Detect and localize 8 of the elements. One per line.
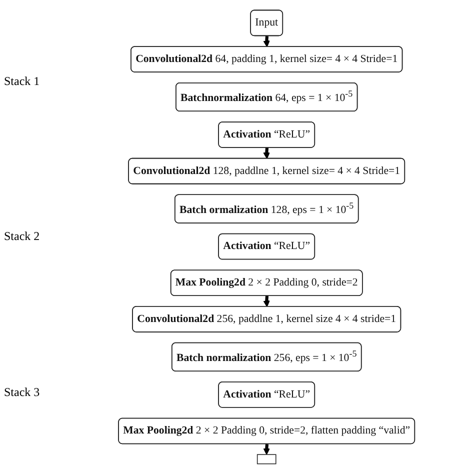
arrow [264, 35, 270, 48]
stack-label: Stack 3 [4, 384, 41, 400]
stack-label: Stack 2 [4, 229, 41, 244]
arrow [264, 443, 270, 455]
arrow [264, 295, 270, 308]
stack-label: Stack 1 [4, 74, 41, 90]
arrow [264, 147, 270, 159]
node-box [257, 454, 277, 464]
